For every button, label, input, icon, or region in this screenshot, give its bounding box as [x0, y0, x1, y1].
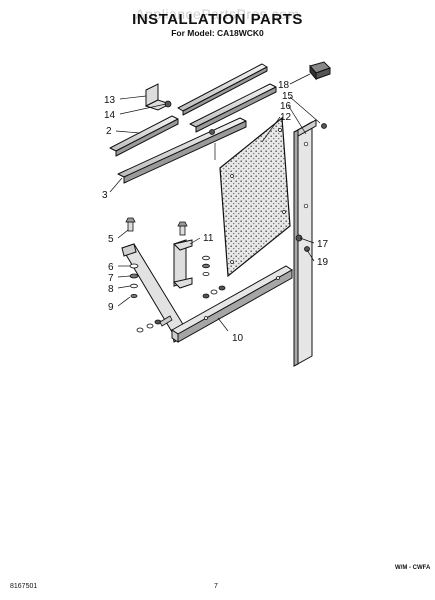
- callout-9: 9: [108, 302, 114, 313]
- washers-right: [202, 255, 210, 276]
- callout-5: 5: [108, 234, 114, 245]
- callout-7: 7: [108, 273, 114, 284]
- callout-17: 17: [317, 239, 329, 250]
- top-rail-long: [177, 63, 268, 112]
- screws-side: [295, 234, 310, 252]
- doc-code: W/M - CWFA: [395, 565, 431, 571]
- top-rail-long-side: [182, 66, 268, 116]
- bottom-rail-long-side: [123, 120, 247, 184]
- callout-12: 12: [280, 112, 292, 123]
- watermark: AppliancePartsPros.com: [135, 6, 300, 22]
- callout-15: 15: [282, 91, 294, 102]
- callout-13: 13: [104, 95, 116, 106]
- callout-6: 6: [108, 262, 114, 273]
- callout-8: 8: [108, 284, 114, 295]
- screw-5: [125, 217, 136, 232]
- foam-block: [309, 61, 331, 81]
- u-bracket-screw: [177, 221, 188, 236]
- callout-19: 19: [317, 257, 329, 268]
- callout-3: 3: [102, 190, 108, 201]
- callouts: 13 14 2 3 5 6 7 8 9 11 10 18 15 16 12 17…: [102, 80, 329, 344]
- callout-18: 18: [278, 80, 290, 91]
- page-number: 7: [214, 583, 218, 590]
- top-rail-mid-side: [195, 86, 277, 133]
- filter-panel: [219, 116, 291, 278]
- page-title: INSTALLATION PARTS: [132, 11, 303, 28]
- u-bracket: [173, 239, 193, 289]
- doc-number: 8167501: [10, 583, 38, 590]
- panel-screw-holes: [230, 128, 286, 264]
- leg-hardware: [136, 315, 173, 333]
- callout-16: 16: [280, 101, 292, 112]
- callout-11: 11: [203, 233, 214, 244]
- callout-2: 2: [106, 126, 112, 137]
- top-rail-mid: [189, 83, 277, 128]
- corner-bracket: [144, 83, 172, 111]
- bracket-hardware: [202, 285, 226, 299]
- model-subtitle: For Model: CA18WCK0: [171, 28, 264, 38]
- side-channel: [293, 119, 317, 367]
- bottom-support-bar: [171, 265, 293, 343]
- callout-10: 10: [232, 333, 244, 344]
- angle-rail-short: [109, 115, 179, 152]
- callout-14: 14: [104, 110, 116, 121]
- angle-rail-short-side: [115, 118, 179, 157]
